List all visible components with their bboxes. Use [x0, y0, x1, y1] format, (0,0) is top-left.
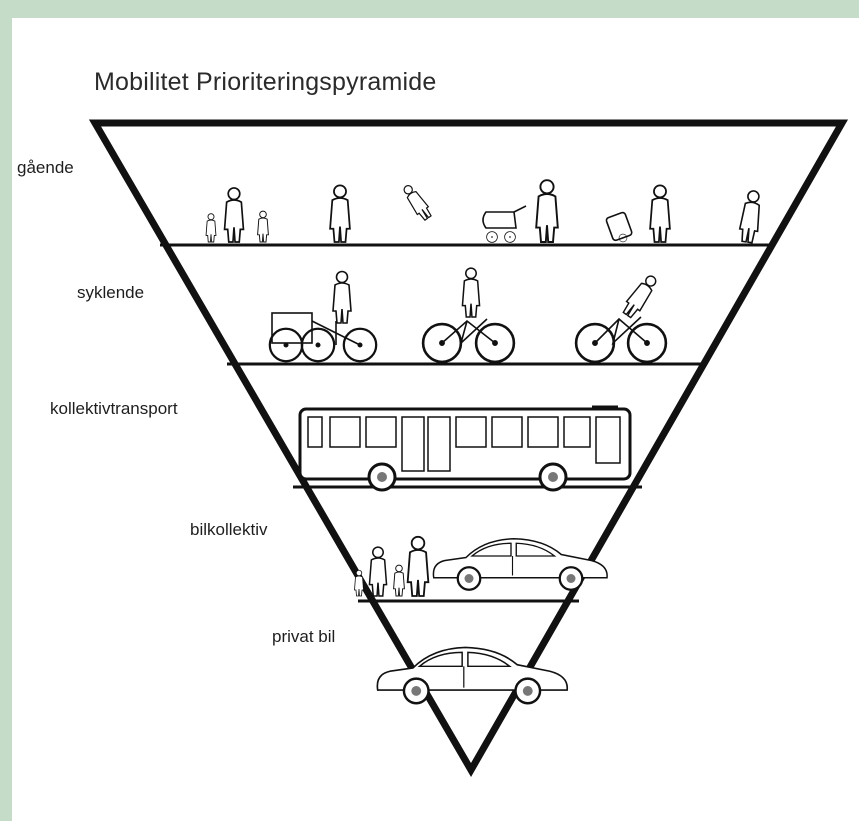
- pyramid-outline: [88, 119, 849, 778]
- cyclists-icon: [268, 267, 668, 364]
- level-label-private-car: privat bil: [272, 627, 336, 646]
- pedestrians-icon: [205, 179, 764, 245]
- level-label-public-transport: kollektivtransport: [50, 399, 178, 418]
- level-label-pedestrians: gående: [17, 158, 74, 177]
- diagram-panel: Mobilitet Prioriteringspyramide gående s…: [12, 18, 859, 821]
- bus-icon: [298, 405, 632, 492]
- level-label-cyclists: syklende: [77, 283, 145, 302]
- pyramid-diagram: [88, 119, 849, 778]
- diagram-title: Mobilitet Prioriteringspyramide: [94, 68, 437, 96]
- carpool-icon: [354, 535, 609, 597]
- level-label-carpool: bilkollektiv: [190, 520, 268, 539]
